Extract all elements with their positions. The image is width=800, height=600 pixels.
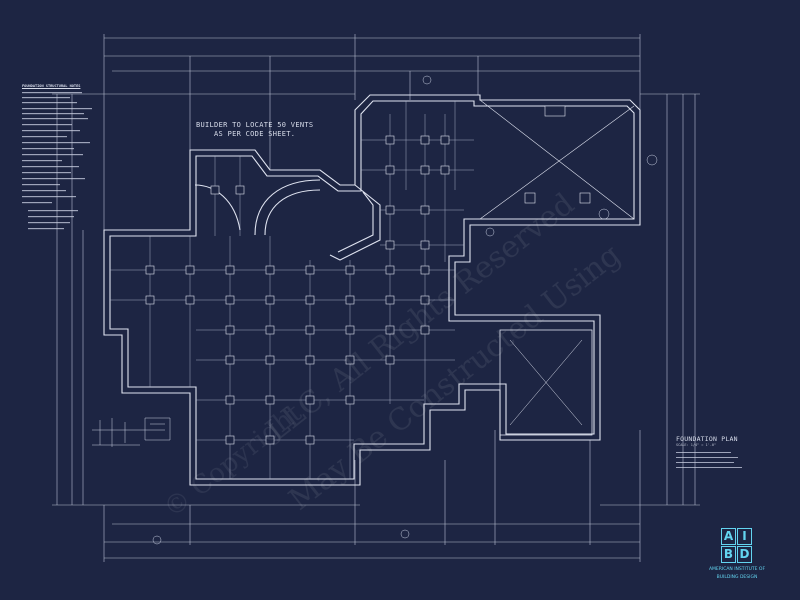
logo-letter: D — [737, 546, 752, 563]
structural-notes-title: FOUNDATION STRUCTURAL NOTES — [22, 84, 81, 88]
builder-note-line: BUILDER TO LOCATE 50 VENTS — [196, 121, 314, 129]
builder-vent-note: BUILDER TO LOCATE 50 VENTS AS PER CODE S… — [196, 121, 313, 139]
plan-scale: SCALE: 1/4" = 1'-0" — [676, 443, 717, 447]
logo-letter: B — [721, 546, 736, 563]
aibd-logo: A I B D AMERICAN INSTITUTE OF BUILDING D… — [704, 520, 770, 586]
logo-caption: AMERICAN INSTITUTE OF — [708, 567, 766, 572]
foundation-inner-wall — [109, 100, 635, 480]
curved-wall — [254, 179, 321, 236]
plan-title: FOUNDATION PLAN — [676, 435, 738, 443]
logo-caption: BUILDING DESIGN — [716, 575, 758, 580]
builder-note-line: AS PER CODE SHEET. — [214, 130, 296, 138]
logo-letter: A — [721, 528, 736, 545]
foundation-outer-wall — [103, 94, 641, 486]
logo-letter: I — [737, 528, 752, 545]
